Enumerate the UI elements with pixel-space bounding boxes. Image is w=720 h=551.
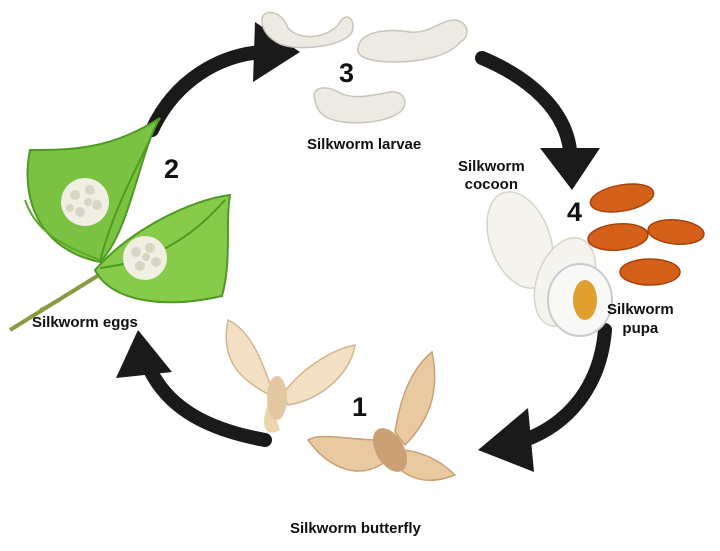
arrow-larvae-to-cocoon <box>475 51 600 190</box>
silkworm-moth-1 <box>225 318 356 433</box>
egg-cluster-1 <box>61 178 109 226</box>
arrow-butterfly-to-eggs <box>116 330 272 447</box>
silkworm-larva-2 <box>357 19 468 63</box>
stage-number-larvae: 3 <box>339 58 355 88</box>
label-silkworm-larvae: Silkworm larvae <box>307 136 422 153</box>
egg-cluster-2 <box>123 236 167 280</box>
silkworm-pupa-3 <box>647 219 705 245</box>
arrow-pupa-to-butterfly <box>478 323 612 472</box>
arrow-eggs-to-larvae <box>145 22 300 137</box>
mulberry-leaves-illustration <box>8 117 232 332</box>
stage-number-eggs: 2 <box>164 154 180 184</box>
label-silkworm-eggs: Silkworm eggs <box>32 314 138 331</box>
silkworm-pupa-4 <box>619 258 681 286</box>
label-silkworm-cocoon: Silkworm cocoon <box>458 158 525 193</box>
silkworm-pupa-1 <box>589 183 655 213</box>
silkworm-larva-3 <box>313 87 406 124</box>
silkworm-pupa-2 <box>587 223 649 251</box>
label-silkworm-pupa: Silkworm pupa <box>607 301 674 337</box>
silkworm-larva-1 <box>261 11 354 49</box>
stage-number-butterfly: 1 <box>352 392 368 422</box>
silkworm-moth-2 <box>306 350 457 481</box>
label-silkworm-butterfly: Silkworm butterfly <box>290 520 421 537</box>
stage-number-cocoon: 4 <box>567 197 583 227</box>
open-cocoon-with-pupa <box>547 263 613 337</box>
